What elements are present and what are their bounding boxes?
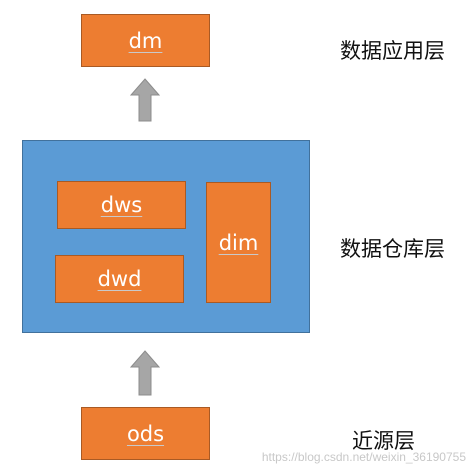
- dim-box: dim: [206, 182, 271, 303]
- ods-box: ods: [81, 407, 210, 460]
- application-layer-label: 数据应用层: [340, 39, 445, 63]
- watermark-text: https://blog.csdn.net/weixin_36190755: [261, 450, 466, 464]
- source-layer-label: 近源层: [352, 429, 415, 453]
- dws-label: dws: [100, 193, 143, 217]
- dws-box: dws: [57, 181, 186, 229]
- warehouse-layer-label: 数据仓库层: [340, 237, 445, 261]
- dim-label: dim: [218, 230, 259, 255]
- arrow-up-icon: [130, 78, 160, 122]
- dwd-label: dwd: [97, 267, 142, 291]
- dm-box: dm: [81, 14, 210, 67]
- dm-label: dm: [128, 28, 163, 53]
- ods-label: ods: [126, 421, 165, 446]
- arrow-up-icon: [130, 350, 160, 396]
- dwd-box: dwd: [55, 255, 184, 303]
